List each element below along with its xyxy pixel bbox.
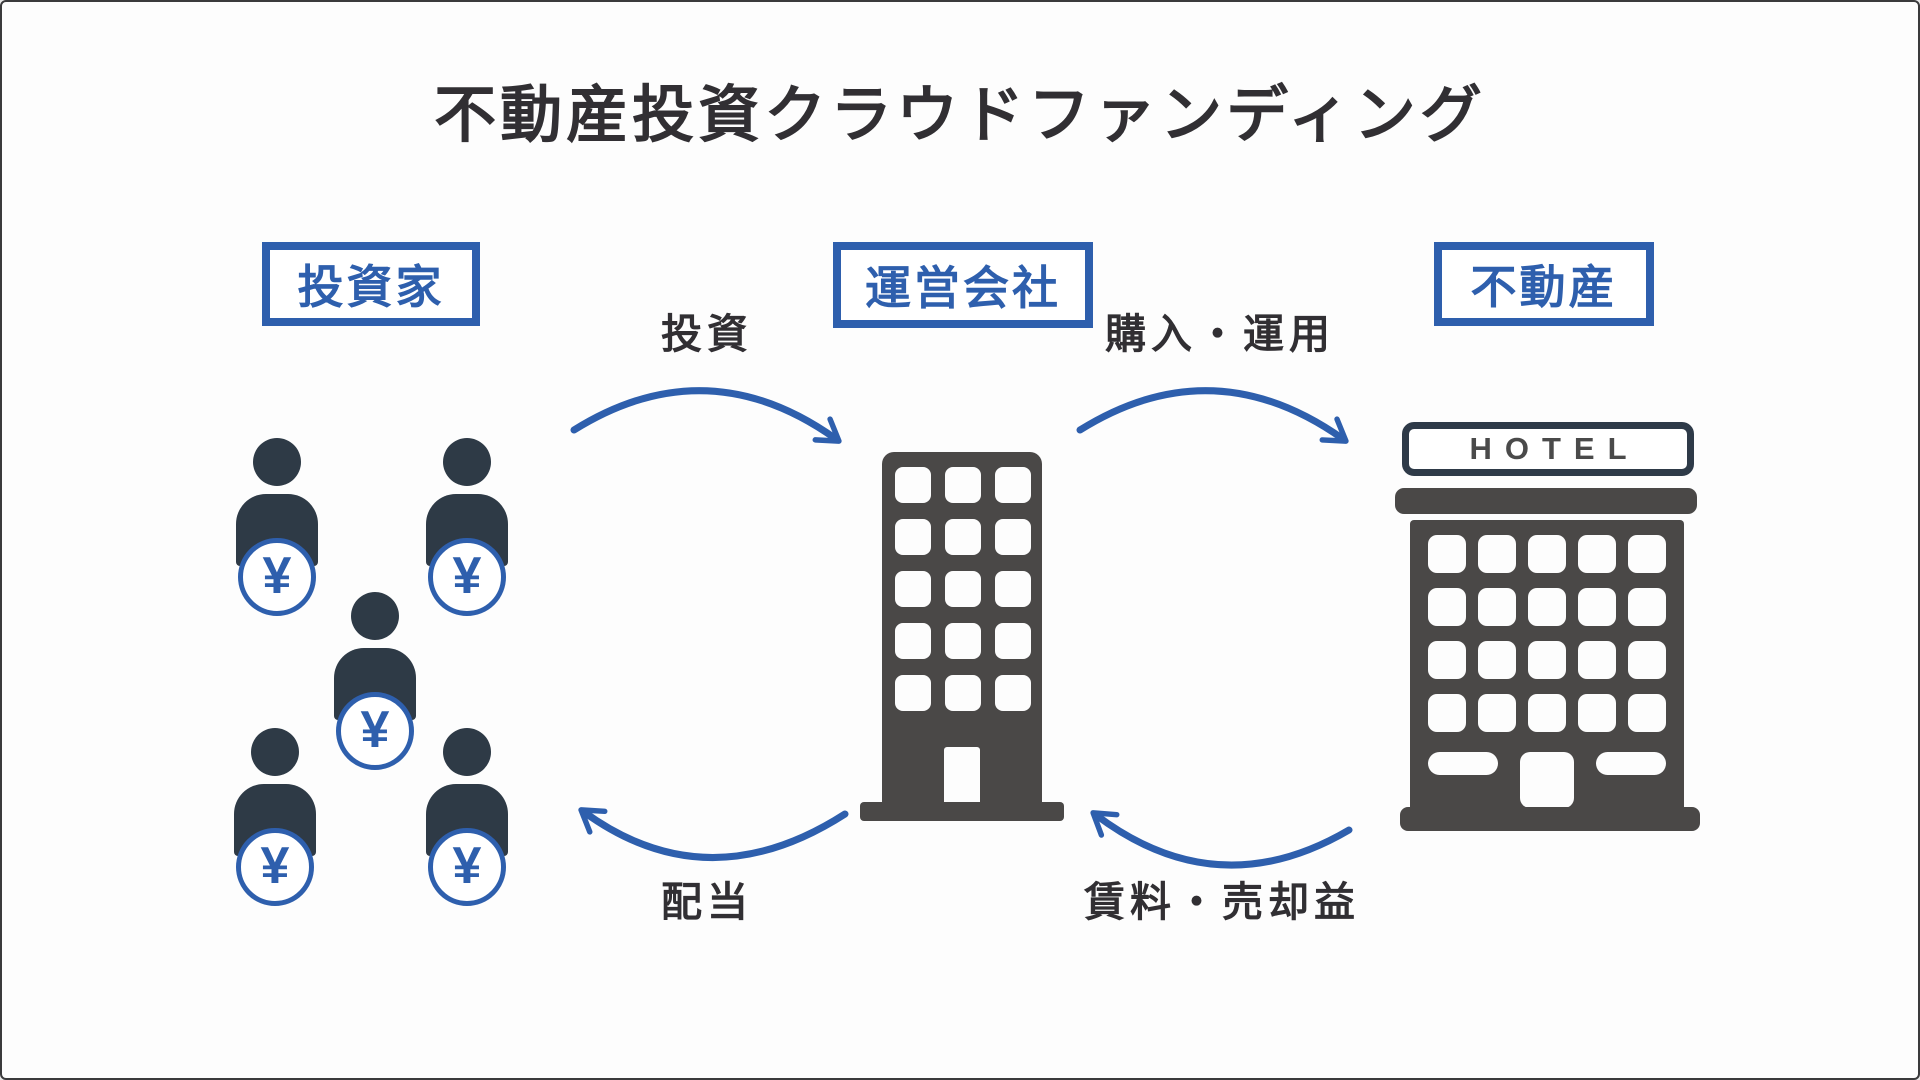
window (1628, 694, 1666, 732)
person-head-icon (251, 728, 299, 776)
investor-person-icon: ¥ (222, 438, 332, 618)
window (945, 519, 981, 555)
arrow-invest-icon (570, 387, 842, 444)
person-head-icon (253, 438, 301, 486)
arrow-purchase-icon (1076, 387, 1349, 444)
window (1528, 641, 1566, 679)
operator-label: 運営会社 (865, 262, 1061, 314)
person-head-icon (443, 438, 491, 486)
window (895, 519, 931, 555)
yen-symbol: ¥ (360, 701, 390, 759)
window (1578, 694, 1616, 732)
operator-building-icon (860, 452, 1064, 822)
building-windows (895, 467, 1031, 711)
building-base (860, 802, 1064, 821)
yen-symbol: ¥ (262, 547, 292, 605)
window (945, 571, 981, 607)
window (995, 467, 1031, 503)
flow-label-rent: 賃料・売却益 (1084, 879, 1360, 925)
yen-symbol: ¥ (260, 837, 290, 895)
operator-label-box: 運営会社 (833, 242, 1093, 328)
flow-label-purchase: 購入・運用 (1105, 311, 1335, 357)
flow-label-invest: 投資 (661, 311, 753, 357)
window (1528, 588, 1566, 626)
yen-symbol: ¥ (452, 547, 482, 605)
window (995, 571, 1031, 607)
hotel-sign-text: HOTEL (1469, 431, 1640, 466)
investors-label: 投資家 (297, 261, 445, 313)
window (995, 519, 1031, 555)
hotel-body (1410, 520, 1684, 830)
hotel-windows (1428, 535, 1666, 732)
building-body (882, 452, 1042, 804)
hotel-building-icon: HOTEL (1395, 422, 1700, 832)
investors-label-box: 投資家 (262, 242, 480, 326)
yen-coin-icon: ¥ (238, 538, 316, 616)
hotel-vent-slot (1596, 752, 1666, 775)
window (1478, 535, 1516, 573)
investor-person-icon: ¥ (320, 592, 430, 772)
flow-label-dividend: 配当 (661, 879, 753, 925)
hotel-sign: HOTEL (1402, 422, 1694, 476)
window (895, 571, 931, 607)
window (1528, 535, 1566, 573)
hotel-door (1520, 752, 1574, 808)
investor-person-icon: ¥ (412, 728, 522, 908)
property-label-box: 不動産 (1434, 242, 1654, 326)
window (1628, 588, 1666, 626)
yen-coin-icon: ¥ (428, 538, 506, 616)
window (895, 467, 931, 503)
window (1628, 641, 1666, 679)
window (1578, 588, 1616, 626)
hotel-roof-bar (1395, 488, 1697, 514)
window (945, 467, 981, 503)
window (1628, 535, 1666, 573)
person-head-icon (443, 728, 491, 776)
window (1578, 535, 1616, 573)
person-head-icon (351, 592, 399, 640)
arrow-dividend-icon (578, 807, 849, 861)
window (1528, 694, 1566, 732)
window (995, 623, 1031, 659)
window (1478, 641, 1516, 679)
window (1428, 641, 1466, 679)
window (945, 675, 981, 711)
window (1428, 588, 1466, 626)
page-title: 不動産投資クラウドファンディング (434, 81, 1486, 150)
hotel-base (1400, 807, 1700, 831)
window (895, 623, 931, 659)
window (945, 623, 981, 659)
window (1478, 588, 1516, 626)
investor-person-icon: ¥ (412, 438, 522, 618)
window (1578, 641, 1616, 679)
window (1428, 694, 1466, 732)
yen-coin-icon: ¥ (428, 828, 506, 906)
window (1428, 535, 1466, 573)
window (895, 675, 931, 711)
hotel-vent-slot (1428, 752, 1498, 775)
building-door (944, 747, 980, 804)
property-label: 不動産 (1470, 261, 1618, 313)
yen-coin-icon: ¥ (336, 692, 414, 770)
investor-person-icon: ¥ (220, 728, 330, 908)
yen-symbol: ¥ (452, 837, 482, 895)
window (995, 675, 1031, 711)
arrow-rent-icon (1090, 810, 1353, 869)
yen-coin-icon: ¥ (236, 828, 314, 906)
window (1478, 694, 1516, 732)
